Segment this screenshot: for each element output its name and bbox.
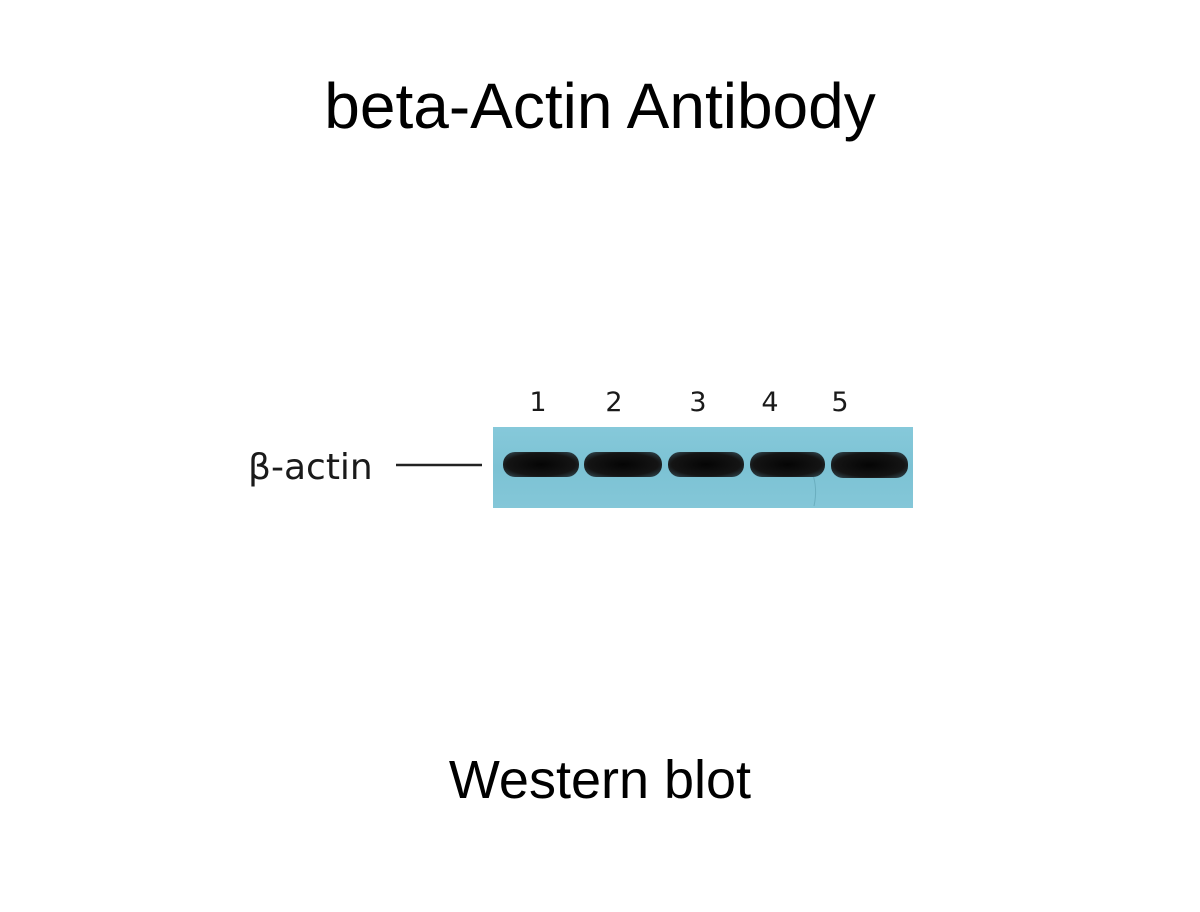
lane-label-1: 1: [529, 387, 546, 418]
lane-label-2: 2: [605, 387, 622, 418]
lane-label-3: 3: [689, 387, 706, 418]
band-lane-3: [668, 452, 744, 477]
band-lane-1: [503, 452, 579, 477]
lane-label-5: 5: [831, 387, 848, 418]
figure-caption: Western blot: [448, 750, 752, 810]
band-lane-5: [831, 452, 908, 478]
lane-label-4: 4: [761, 387, 778, 418]
protein-label: β-actin: [248, 447, 373, 488]
page-title: beta-Actin Antibody: [324, 70, 876, 142]
band-lane-4: [750, 452, 825, 477]
band-lane-2: [584, 452, 662, 477]
